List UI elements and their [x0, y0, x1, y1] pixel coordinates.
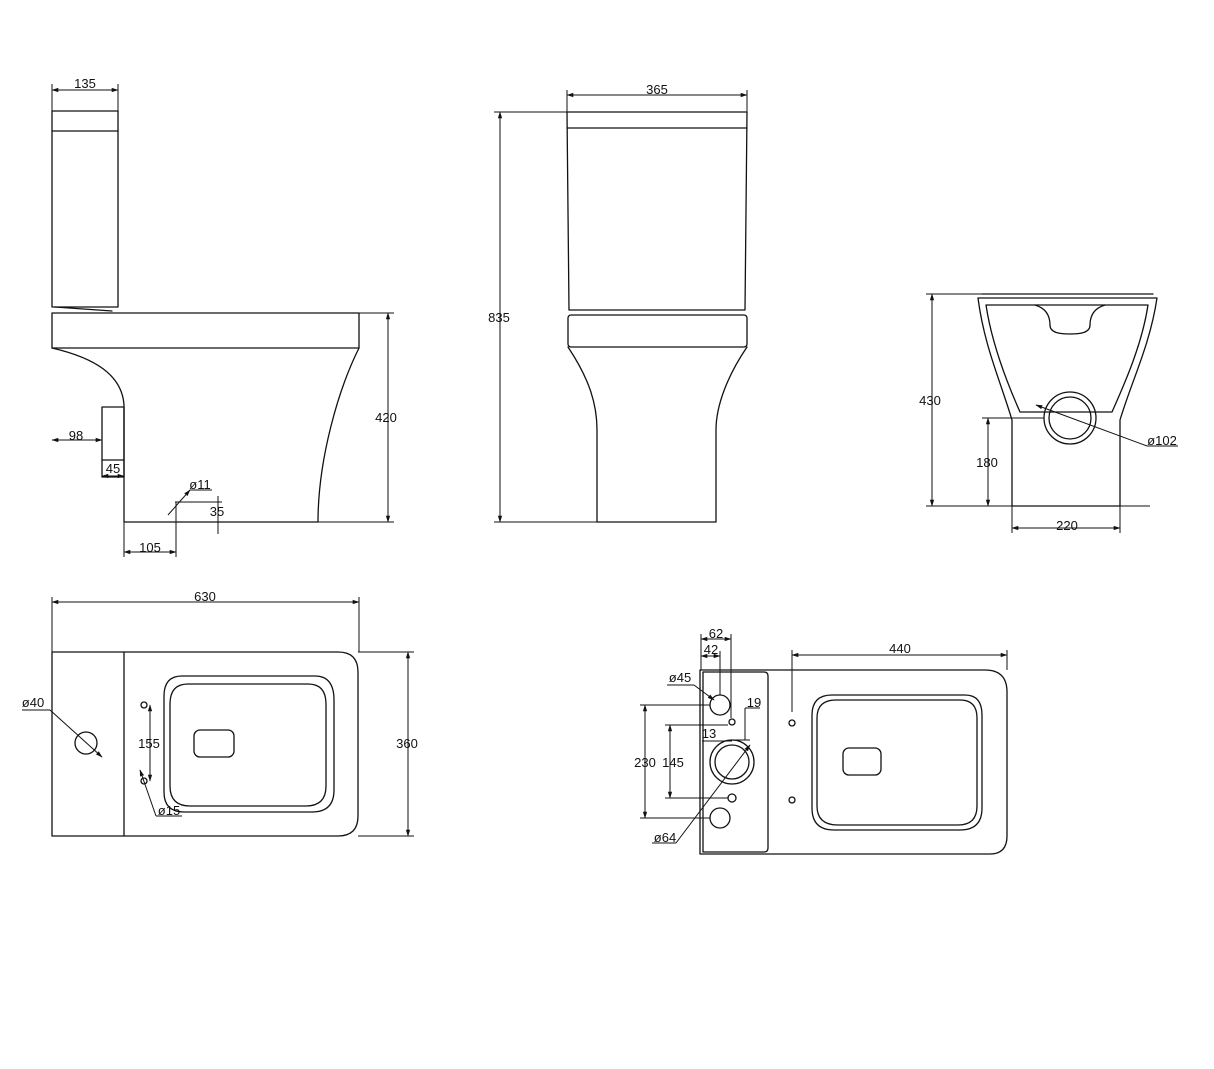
- underside-outline: [699, 669, 1008, 855]
- underside-inlet-hole: [709, 694, 731, 716]
- rear-bowl-outline: [977, 297, 1158, 507]
- dim-top-fixing-diameter: ø15: [158, 803, 180, 818]
- front-view: 365 835: [488, 82, 748, 523]
- underside-seat-outer: [811, 694, 983, 831]
- dim-front-total-height: 835: [488, 310, 510, 325]
- front-bowl-rim: [567, 314, 748, 348]
- dim-rear-base-width: 220: [1056, 518, 1078, 533]
- dim-side-tank-depth: 135: [74, 76, 96, 91]
- dim-underside-42: 42: [704, 642, 718, 657]
- dim-rear-outlet-height: 180: [976, 455, 998, 470]
- dim-top-length: 630: [194, 589, 216, 604]
- dim-underside-62: 62: [709, 626, 723, 641]
- dim-side-fixing-offset: 105: [139, 540, 161, 555]
- front-bowl-body: [567, 346, 748, 523]
- dim-front-width: 365: [646, 82, 668, 97]
- dim-side-fixing-hole: ø11: [189, 477, 210, 492]
- front-cistern: [566, 111, 748, 311]
- dim-underside-length: 440: [889, 641, 911, 656]
- dim-underside-13: 13: [702, 726, 716, 741]
- dim-rear-height: 430: [919, 393, 941, 408]
- side-bowl-body: [51, 347, 360, 523]
- top-outline: [51, 651, 359, 837]
- dim-side-rear-offset: 98: [69, 428, 83, 443]
- side-cistern: [51, 110, 119, 308]
- dim-side-outlet-height: 45: [106, 461, 120, 476]
- dim-top-fixing-spacing: 155: [138, 736, 160, 751]
- dim-underside-inlet-diameter: ø45: [669, 670, 691, 685]
- dim-top-inlet-diameter: ø40: [22, 695, 44, 710]
- dim-top-width: 360: [396, 736, 418, 751]
- side-bowl-rim: [51, 312, 360, 349]
- dim-side-fixing-height: 35: [210, 504, 224, 519]
- dim-underside-230: 230: [634, 755, 656, 770]
- dim-underside-145: 145: [662, 755, 684, 770]
- top-inlet-hole: [74, 731, 98, 755]
- dim-underside-outlet-diameter: ø64: [654, 830, 676, 845]
- rear-view: 430 180 220 ø102: [919, 293, 1178, 533]
- underside-view: 440 62 42 ø45 19 13 230 145 ø64: [634, 626, 1008, 855]
- underside-outlet-circle: [709, 739, 755, 785]
- top-seat-outer: [163, 675, 335, 813]
- top-view: 630 360 ø40 155 ø15: [22, 589, 418, 837]
- dim-side-height: 420: [375, 410, 397, 425]
- dim-underside-19: 19: [747, 695, 761, 710]
- side-view: 135 420 98 45 ø11 35 105: [51, 76, 397, 557]
- dim-rear-outlet-diameter: ø102: [1147, 433, 1177, 448]
- top-hinge-cover: [193, 729, 235, 758]
